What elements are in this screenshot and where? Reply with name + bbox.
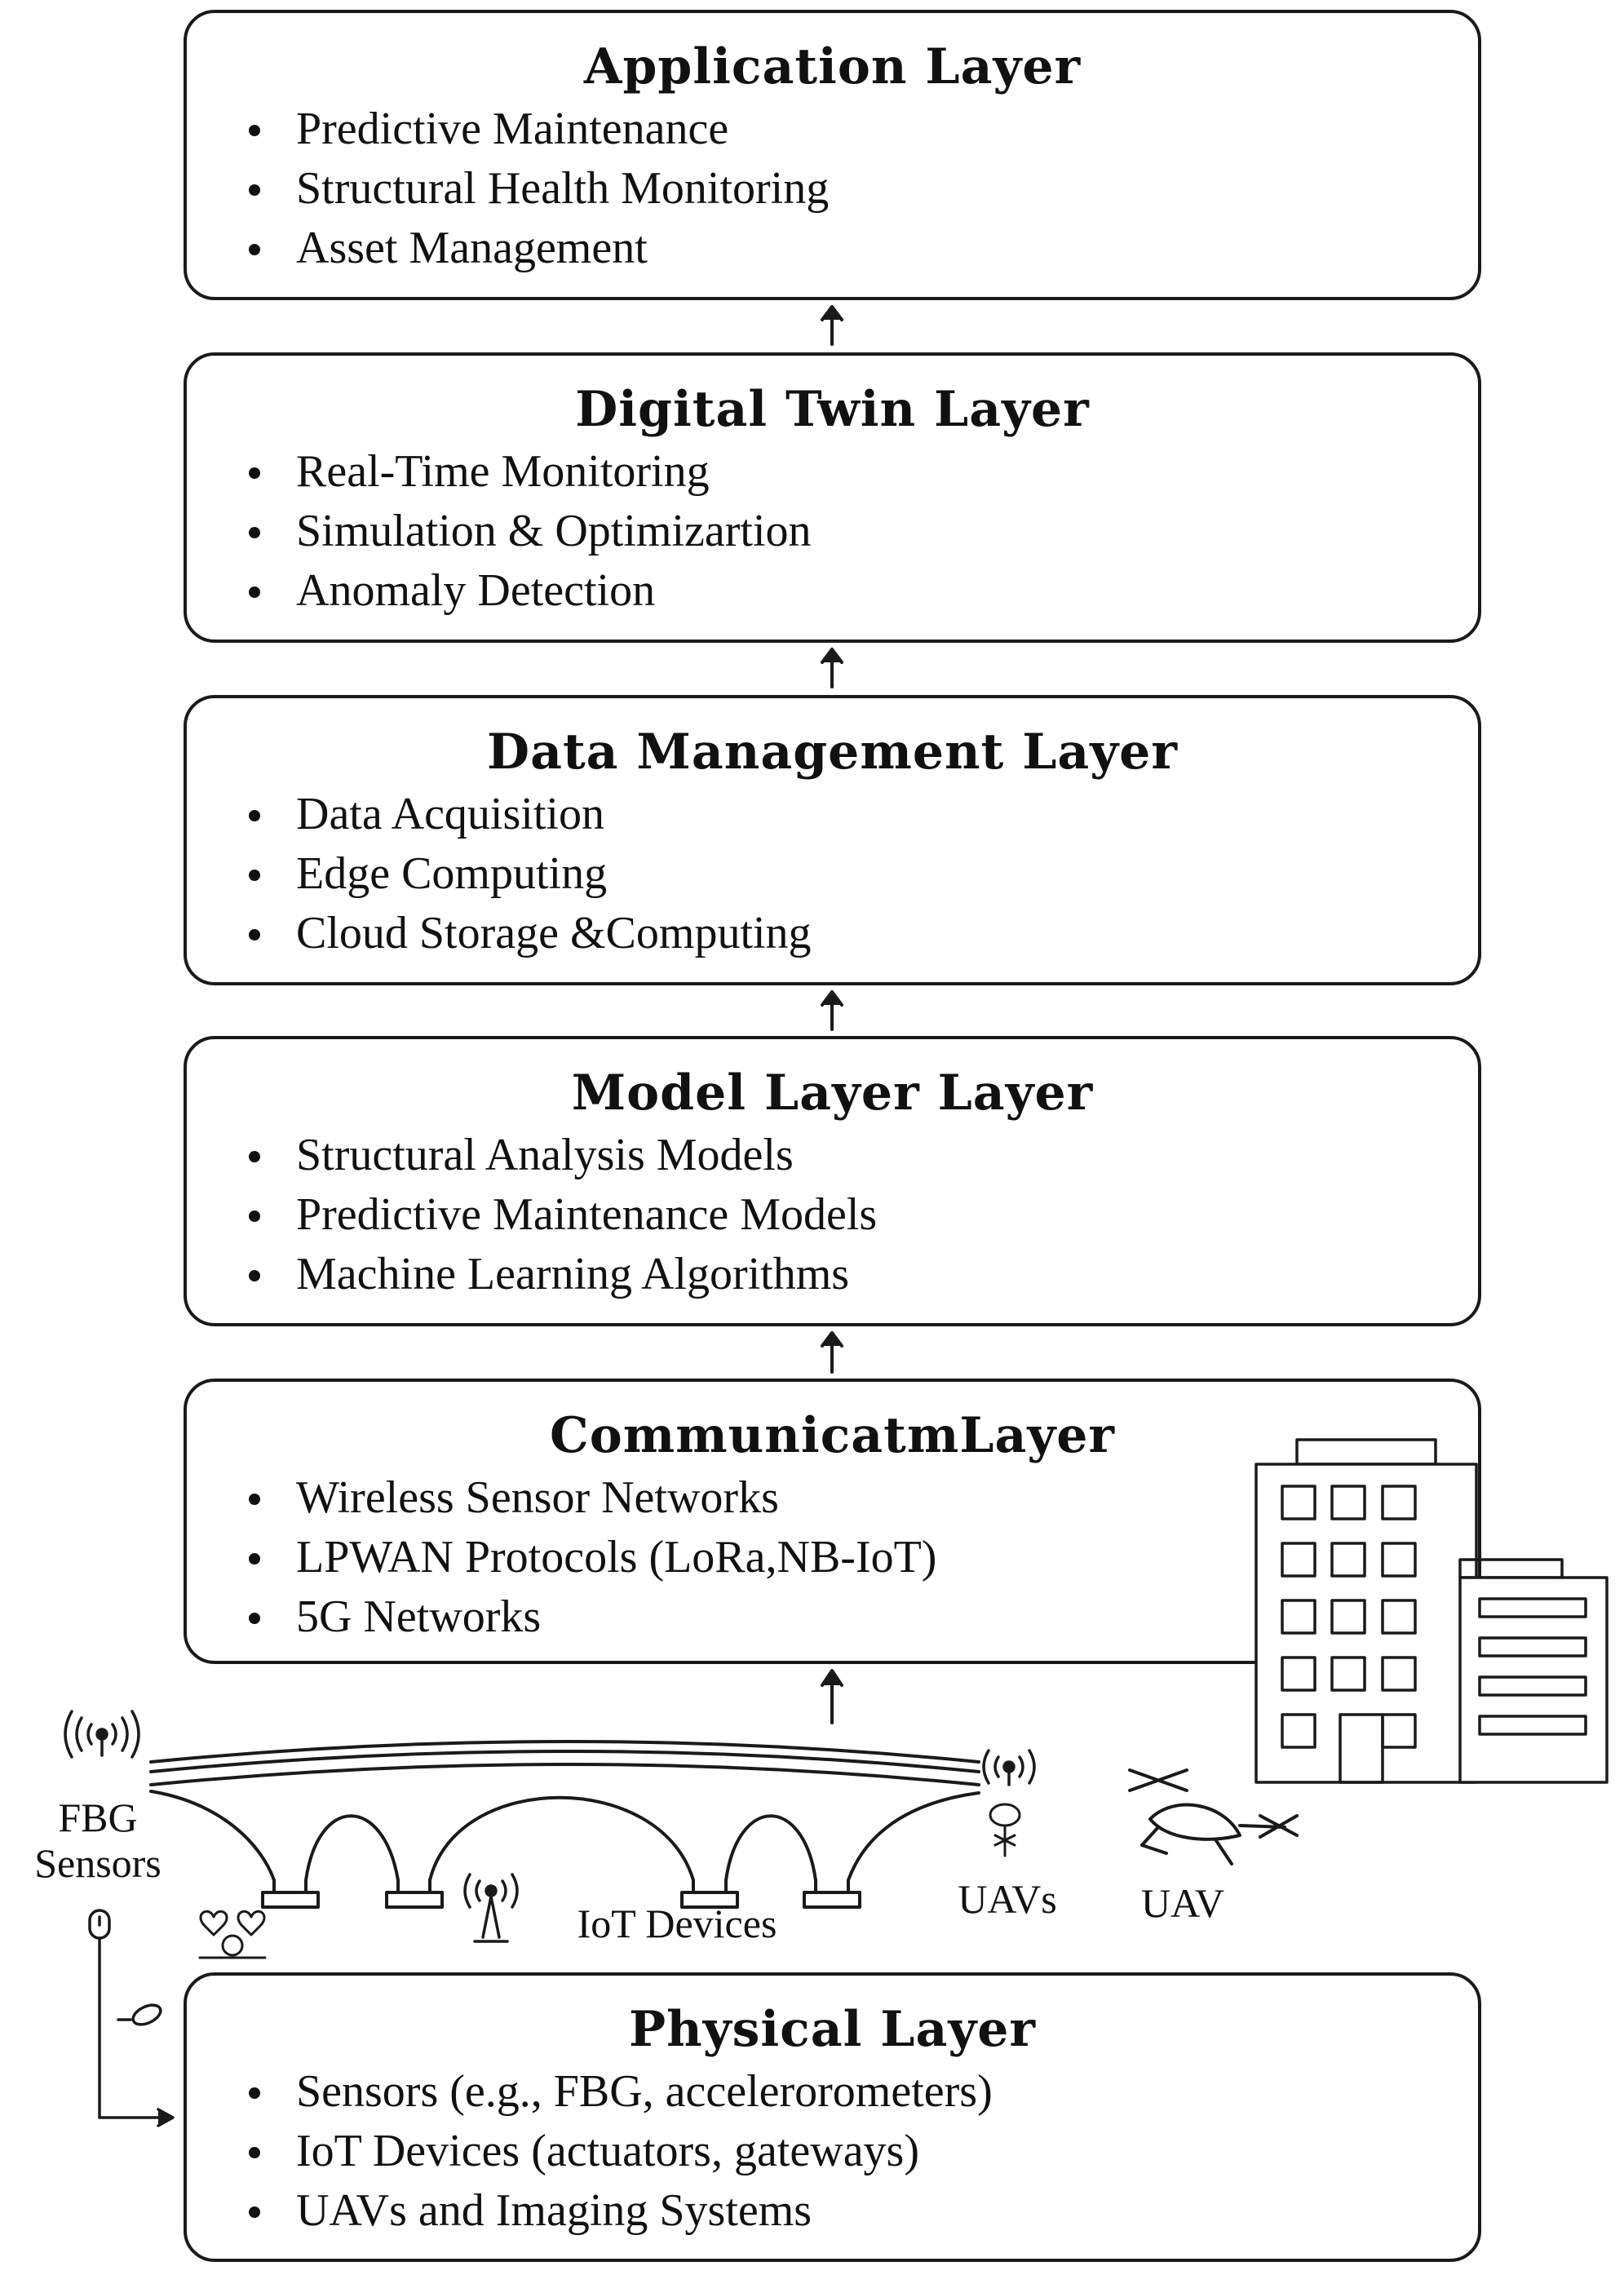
- heart-sensor-icon: [198, 1910, 267, 1959]
- layer-items: Data Acquisition Edge Computing Cloud St…: [187, 785, 1478, 963]
- arrow-up-icon: [821, 1331, 843, 1374]
- sensor-probe-icon: [88, 1909, 175, 2127]
- layer-item: Wireless Sensor Networks: [249, 1468, 1478, 1528]
- layer-title: Digital Twin Layer: [575, 381, 1090, 438]
- uav-label: UAV: [1141, 1880, 1224, 1926]
- arrow-up-icon: [821, 1669, 843, 1724]
- drone-icon: [1128, 1768, 1299, 1866]
- layer-items: Real-Time Monitoring Simulation & Optimi…: [187, 442, 1478, 621]
- layer-item: UAVs and Imaging Systems: [249, 2181, 1478, 2241]
- layer-item: 5G Networks: [249, 1587, 1478, 1647]
- arrow-up-icon: [821, 990, 843, 1031]
- layer-item: Edge Computing: [249, 844, 1478, 904]
- fbg-sensors-label: FBG Sensors: [8, 1795, 188, 1886]
- drone-icon: [989, 1803, 1021, 1857]
- layer-title: Data Management Layer: [487, 724, 1178, 781]
- layer-title: CommunicatmLayer: [549, 1407, 1116, 1464]
- arrow-up-icon: [821, 305, 843, 346]
- layer-item: Predictive Maintenance Models: [249, 1185, 1478, 1245]
- arrow-up-icon: [821, 648, 843, 688]
- application-layer-box: Application Layer Predictive Maintenance…: [184, 10, 1481, 300]
- layer-items: Structural Analysis Models Predictive Ma…: [187, 1126, 1478, 1304]
- layer-item: Anomaly Detection: [249, 561, 1478, 621]
- layer-item: Structural Health Monitoring: [249, 159, 1478, 219]
- layer-title: Application Layer: [583, 38, 1082, 95]
- bridge-icon: [149, 1740, 980, 1909]
- model-layer-box: Model Layer Layer Structural Analysis Mo…: [184, 1036, 1481, 1326]
- layer-item: Real-Time Monitoring: [249, 442, 1478, 502]
- layer-items: Predictive Maintenance Structural Health…: [187, 100, 1478, 278]
- data-management-layer-box: Data Management Layer Data Acquisition E…: [184, 695, 1481, 985]
- antenna-icon: [982, 1749, 1036, 1786]
- fbg-label-line1: FBG: [58, 1795, 138, 1840]
- layer-items: Wireless Sensor Networks LPWAN Protocols…: [187, 1468, 1478, 1647]
- digital-twin-layer-box: Digital Twin Layer Real-Time Monitoring …: [184, 352, 1481, 643]
- layer-title: Model Layer Layer: [571, 1064, 1094, 1122]
- layer-item: IoT Devices (actuators, gateways): [249, 2122, 1478, 2181]
- antenna-icon: [463, 1873, 519, 1943]
- layer-title: Physical Layer: [629, 2001, 1036, 2058]
- uavs-label: UAVs: [958, 1876, 1057, 1922]
- layer-item: Machine Learning Algorithms: [249, 1245, 1478, 1304]
- building-icon: [1255, 1438, 1609, 1784]
- iot-devices-label: IoT Devices: [577, 1901, 777, 1946]
- layer-item: Structural Analysis Models: [249, 1126, 1478, 1185]
- layer-item: LPWAN Protocols (LoRa,NB-IoT): [249, 1528, 1478, 1587]
- layer-item: Predictive Maintenance: [249, 100, 1478, 159]
- layer-item: Sensors (e.g., FBG, accelerorometers): [249, 2062, 1478, 2122]
- physical-layer-box: Physical Layer Sensors (e.g., FBG, accel…: [184, 1972, 1481, 2262]
- layer-item: Asset Management: [249, 219, 1478, 278]
- antenna-icon: [64, 1710, 140, 1759]
- fbg-label-line2: Sensors: [34, 1840, 162, 1886]
- layer-items: Sensors (e.g., FBG, accelerorometers) Io…: [187, 2062, 1478, 2241]
- layer-item: Data Acquisition: [249, 785, 1478, 844]
- layer-item: Cloud Storage &Computing: [249, 904, 1478, 963]
- layer-item: Simulation & Optimizartion: [249, 502, 1478, 561]
